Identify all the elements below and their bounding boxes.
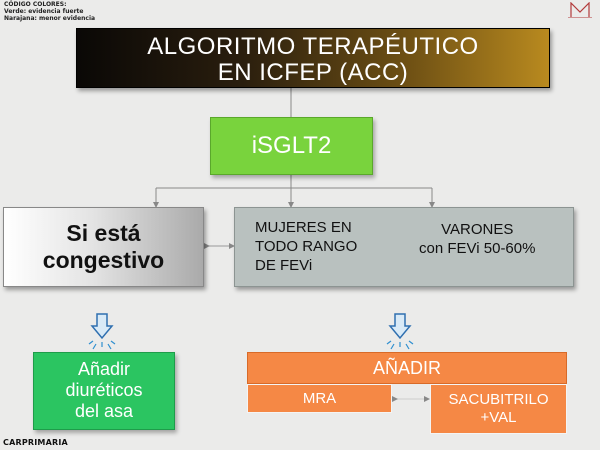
- legend-orange: Narajana: menor evidencia: [4, 15, 96, 22]
- women-line-3: DE FEVi: [255, 257, 313, 274]
- title-line-1: ALGORITMO TERAPÉUTICO: [147, 33, 479, 60]
- sacubitril-valsartan-box: SACUBITRILO +VAL: [430, 384, 567, 434]
- sacubitril-line-1: SACUBITRILO: [448, 391, 549, 408]
- diuretic-line-2: diuréticos: [65, 380, 143, 400]
- legend-title: CÓDIGO COLORES:: [4, 1, 67, 8]
- women-criteria: MUJERES EN TODO RANGO DE FEVi: [255, 218, 357, 275]
- women-line-1: MUJERES EN: [255, 219, 352, 236]
- legend-green: Verde: evidencia fuerte: [4, 8, 84, 15]
- add-header-box: AÑADIR: [247, 352, 567, 384]
- logo-icon: [568, 2, 592, 18]
- mra-box: MRA: [247, 384, 392, 413]
- men-line-2: con FEVi 50-60%: [419, 240, 536, 257]
- drug-box-isglt2: iSGLT2: [210, 117, 373, 175]
- population-box: MUJERES EN TODO RANGO DE FEVi VARONES co…: [234, 207, 574, 287]
- title-box: ALGORITMO TERAPÉUTICO EN ICFEP (ACC): [76, 28, 550, 88]
- sacubitril-line-2: +VAL: [480, 409, 517, 426]
- congestion-box: Si está congestivo: [3, 207, 204, 287]
- diuretic-box: Añadir diuréticos del asa: [33, 352, 175, 430]
- congestion-line-2: congestivo: [42, 247, 165, 273]
- diuretic-line-3: del asa: [74, 401, 134, 421]
- diuretic-line-1: Añadir: [77, 359, 131, 379]
- men-line-1: VARONES: [441, 221, 514, 238]
- title-line-2: EN ICFEP (ACC): [217, 59, 409, 86]
- women-line-2: TODO RANGO: [255, 238, 358, 255]
- down-arrow-icon: [386, 313, 414, 350]
- congestion-line-1: Si está: [66, 220, 141, 246]
- brand-label: CARPRIMARIA: [3, 438, 68, 447]
- down-arrow-icon: [88, 313, 116, 350]
- color-legend: CÓDIGO COLORES: Verde: evidencia fuerte …: [4, 1, 95, 22]
- men-criteria: VARONES con FEVi 50-60%: [419, 220, 535, 258]
